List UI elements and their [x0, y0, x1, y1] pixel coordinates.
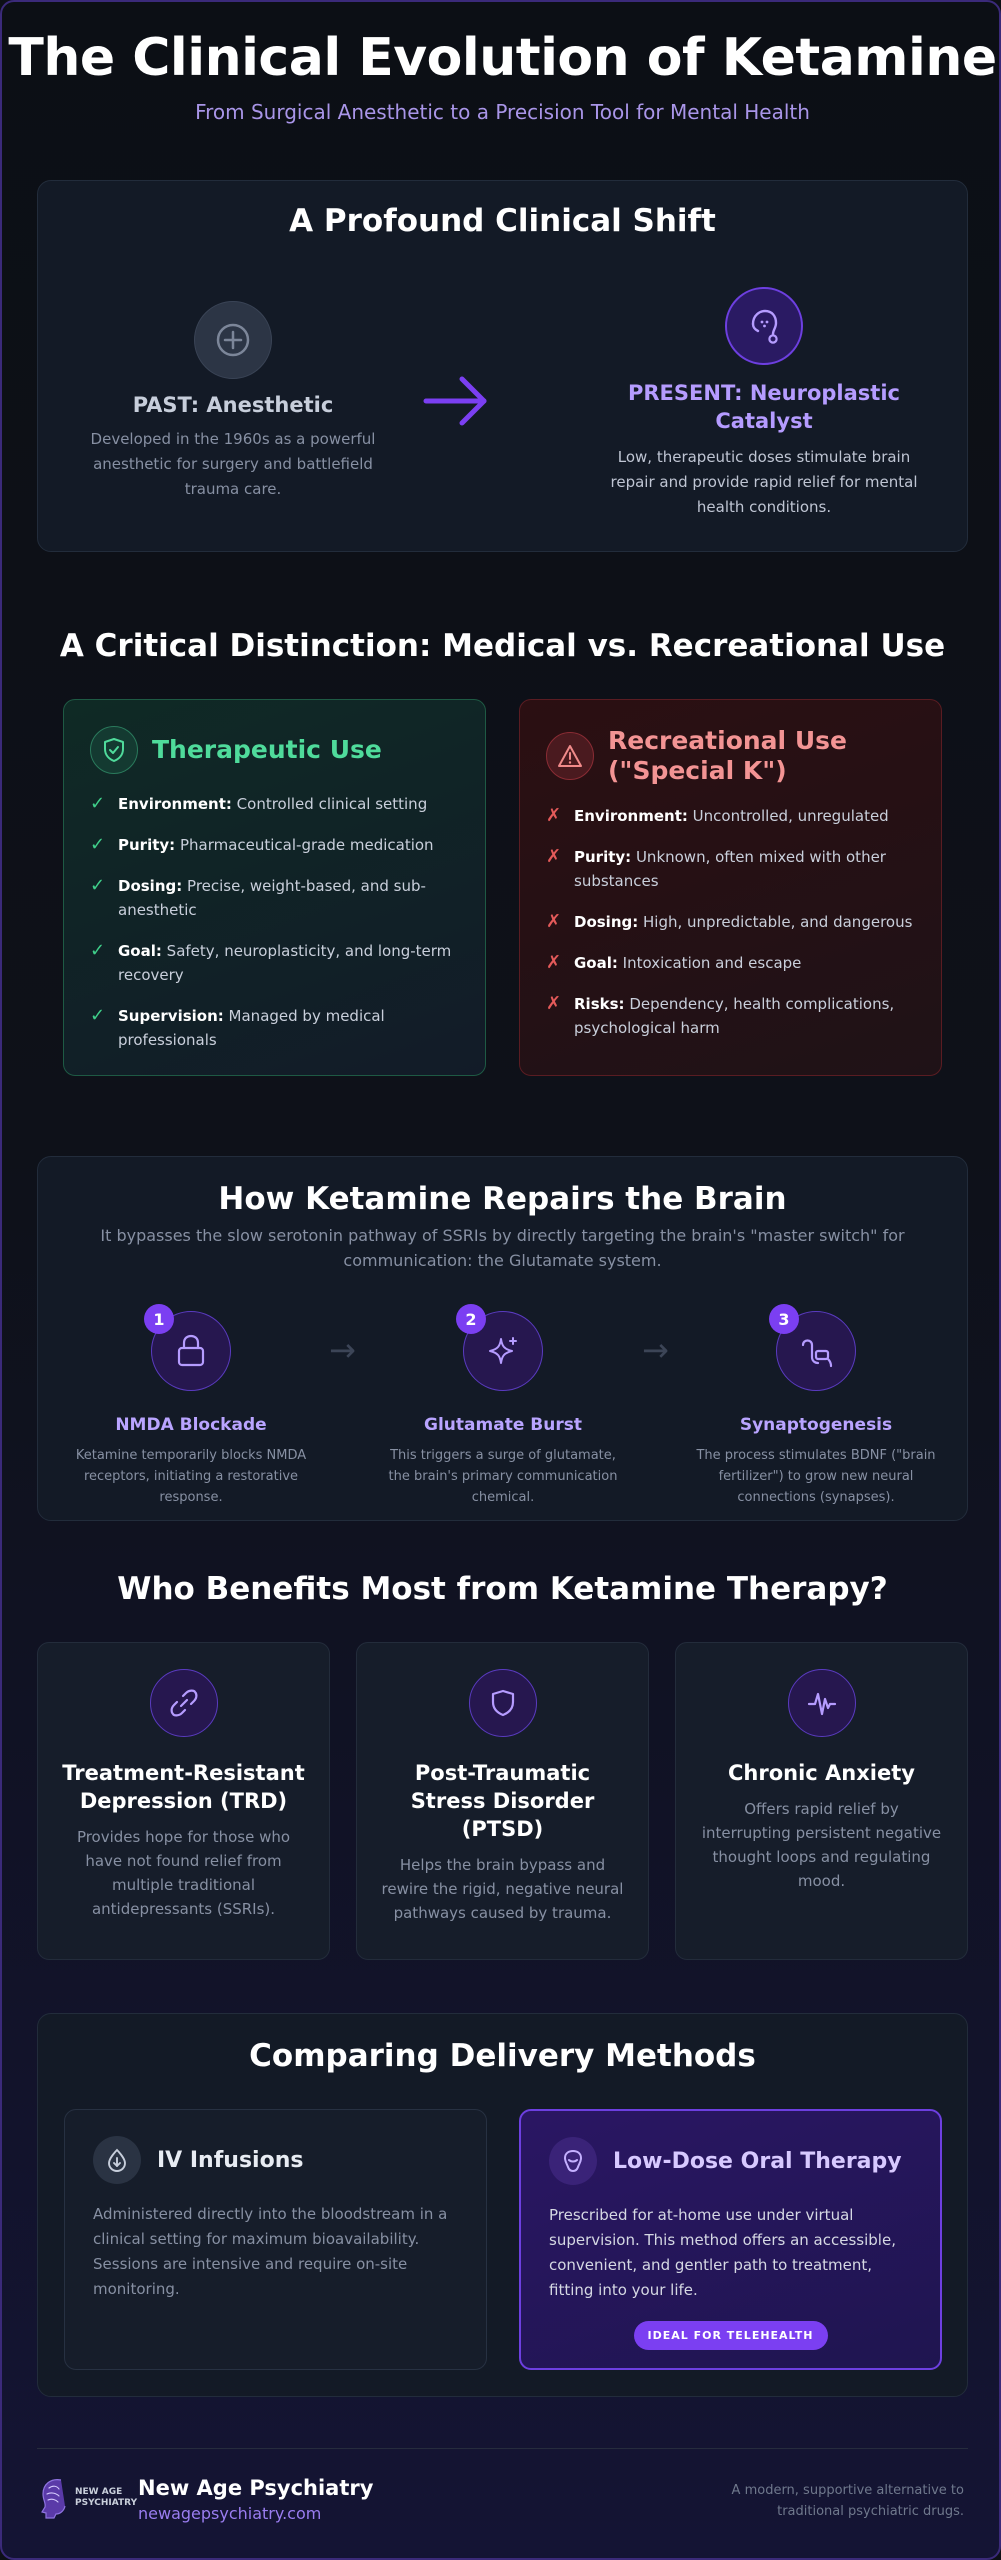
section-title-distinction: A Critical Distinction: Medical vs. Recr…	[59, 628, 946, 664]
plus-circle-icon	[194, 301, 272, 379]
step-arrow-icon: →	[329, 1331, 356, 1369]
brand-url-link[interactable]: newagepsychiatry.com	[138, 2504, 322, 2523]
warning-triangle-icon	[546, 732, 594, 780]
recreational-title: Recreational Use ("Special K")	[608, 726, 847, 785]
delivery-methods-panel: Comparing Delivery Methods IV Infusions …	[37, 2013, 968, 2397]
link-icon	[149, 1669, 218, 1737]
brand-block: New Age Psychiatry newagepsychiatry.com	[138, 2476, 373, 2523]
shield-check-icon	[90, 726, 138, 774]
list-item: ✓Purity: Pharmaceutical-grade medication	[90, 834, 434, 855]
brain-repair-panel: How Ketamine Repairs the Brain It bypass…	[37, 1156, 968, 1521]
brain-head-icon	[725, 287, 803, 365]
brand-logo: NEW AGE PSYCHIATRY	[37, 2474, 137, 2522]
present-column: PRESENT: Neuroplastic Catalyst Low, ther…	[604, 287, 924, 520]
step-nmda-blockade: 1 NMDA Blockade Ketamine temporarily blo…	[66, 1304, 316, 1508]
list-item: ✓Dosing: Precise, weight-based, and sub-…	[90, 874, 459, 922]
list-item: ✓Supervision: Managed by medical profess…	[90, 1004, 459, 1052]
step-label: NMDA Blockade	[115, 1415, 267, 1435]
past-column: PAST: Anesthetic Developed in the 1960s …	[78, 301, 388, 502]
iv-infusions-card: IV Infusions Administered directly into …	[64, 2109, 487, 2370]
step-synaptogenesis: 3 Synaptogenesis The process stimulates …	[691, 1304, 941, 1508]
oral-therapy-card: Low-Dose Oral Therapy Prescribed for at-…	[519, 2109, 942, 2370]
clinical-shift-panel: A Profound Clinical Shift PAST: Anesthet…	[37, 180, 968, 552]
list-item: ✓Environment: Controlled clinical settin…	[90, 793, 428, 814]
therapeutic-title: Therapeutic Use	[152, 735, 382, 764]
benefit-title: Post-Traumatic Stress Disorder (PTSD)	[410, 1761, 595, 1841]
list-item: ✗Environment: Uncontrolled, unregulated	[546, 805, 889, 826]
cross-icon: ✗	[546, 805, 562, 826]
head-profile-icon	[41, 2479, 66, 2519]
cross-icon: ✗	[546, 911, 562, 932]
recreational-use-card: Recreational Use ("Special K") ✗Environm…	[519, 699, 942, 1076]
oral-desc: Prescribed for at-home use under virtual…	[549, 2206, 896, 2299]
benefit-desc: Provides hope for those who have not fou…	[76, 1828, 291, 1918]
step-desc: This triggers a surge of glutamate, the …	[388, 1448, 618, 1505]
check-icon: ✓	[90, 875, 106, 896]
section-title-shift: A Profound Clinical Shift	[289, 203, 716, 239]
footer-tagline: A modern, supportive alternative to trad…	[731, 2483, 964, 2519]
pulse-icon	[787, 1669, 856, 1737]
check-icon: ✓	[90, 1005, 106, 1026]
brand-name: New Age Psychiatry	[138, 2476, 374, 2500]
shield-icon	[468, 1669, 537, 1737]
benefit-desc: Offers rapid relief by interrupting pers…	[701, 1800, 942, 1890]
route-icon: 3	[769, 1304, 856, 1391]
repair-intro: It bypasses the slow serotonin pathway o…	[100, 1226, 905, 1270]
benefit-card-ptsd: Post-Traumatic Stress Disorder (PTSD) He…	[356, 1642, 649, 1960]
step-number: 1	[144, 1304, 174, 1334]
page-subtitle: From Surgical Anesthetic to a Precision …	[195, 100, 810, 124]
page-title: The Clinical Evolution of Ketamine	[8, 28, 997, 88]
list-item: ✗Goal: Intoxication and escape	[546, 952, 802, 973]
step-label: Synaptogenesis	[739, 1415, 893, 1435]
step-desc: Ketamine temporarily blocks NMDA recepto…	[75, 1448, 307, 1505]
list-item: ✗Dosing: High, unpredictable, and danger…	[546, 911, 913, 932]
list-item: ✓Goal: Safety, neuroplasticity, and long…	[90, 939, 459, 987]
list-item: ✗Risks: Dependency, health complications…	[546, 992, 915, 1040]
cross-icon: ✗	[546, 952, 562, 973]
sparkle-icon: 2	[456, 1304, 543, 1391]
benefit-title: Treatment-Resistant Depression (TRD)	[62, 1761, 305, 1813]
step-glutamate-burst: 2 Glutamate Burst This triggers a surge …	[378, 1304, 628, 1508]
step-arrow-icon: →	[642, 1331, 669, 1369]
section-title-benefits: Who Benefits Most from Ketamine Therapy?	[117, 1571, 888, 1607]
recreational-list: ✗Environment: Uncontrolled, unregulated …	[546, 804, 915, 1040]
therapeutic-list: ✓Environment: Controlled clinical settin…	[90, 792, 459, 1052]
check-icon: ✓	[90, 793, 106, 814]
list-item: ✗Purity: Unknown, often mixed with other…	[546, 845, 915, 893]
logo-text: NEW AGE PSYCHIATRY	[75, 2487, 138, 2508]
section-title-repair: How Ketamine Repairs the Brain	[218, 1181, 787, 1217]
footer-divider	[37, 2448, 968, 2449]
telehealth-badge: IDEAL FOR TELEHEALTH	[633, 2321, 828, 2350]
arrow-right-icon	[420, 371, 492, 435]
benefit-card-trd: Treatment-Resistant Depression (TRD) Pro…	[37, 1642, 330, 1960]
cross-icon: ✗	[546, 846, 562, 867]
iv-desc: Administered directly into the bloodstre…	[93, 2205, 448, 2298]
lock-icon: 1	[144, 1304, 231, 1391]
mouth-icon	[549, 2137, 597, 2185]
check-icon: ✓	[90, 834, 106, 855]
step-number: 2	[456, 1304, 486, 1334]
present-label: PRESENT: Neuroplastic Catalyst	[628, 381, 900, 433]
step-label: Glutamate Burst	[424, 1415, 582, 1435]
check-icon: ✓	[90, 940, 106, 961]
section-title-delivery: Comparing Delivery Methods	[249, 2038, 756, 2074]
benefit-desc: Helps the brain bypass and rewire the ri…	[381, 1856, 624, 1922]
benefit-card-anxiety: Chronic Anxiety Offers rapid relief by i…	[675, 1642, 968, 1960]
therapeutic-use-card: Therapeutic Use ✓Environment: Controlled…	[63, 699, 486, 1076]
cross-icon: ✗	[546, 993, 562, 1014]
oral-title: Low-Dose Oral Therapy	[613, 2148, 902, 2174]
step-desc: The process stimulates BDNF ("brain fert…	[696, 1448, 936, 1505]
iv-title: IV Infusions	[157, 2147, 304, 2173]
present-desc: Low, therapeutic doses stimulate brain r…	[610, 448, 918, 516]
drip-icon	[93, 2136, 141, 2184]
step-number: 3	[769, 1304, 799, 1334]
past-label: PAST: Anesthetic	[132, 393, 334, 417]
past-desc: Developed in the 1960s as a powerful ane…	[90, 430, 376, 498]
benefit-title: Chronic Anxiety	[728, 1761, 915, 1785]
